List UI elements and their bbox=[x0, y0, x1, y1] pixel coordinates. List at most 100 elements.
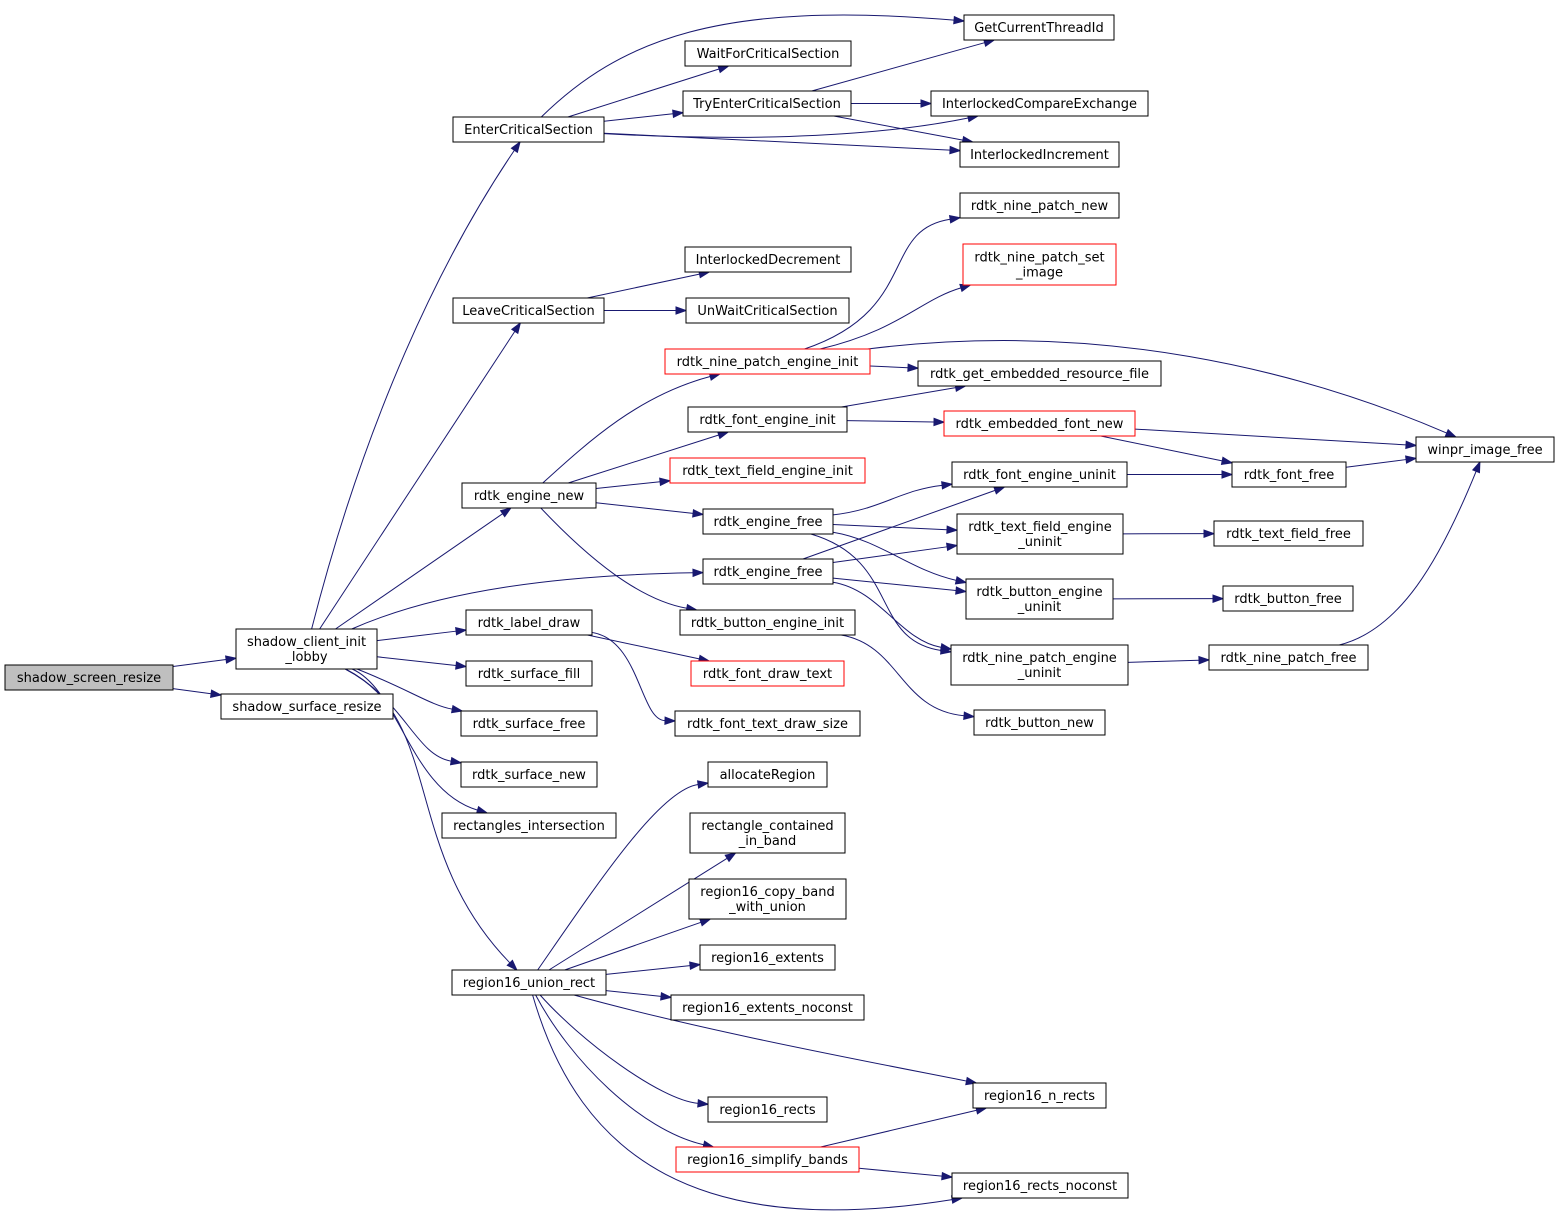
node-GetCurrentThreadId[interactable]: GetCurrentThreadId bbox=[963, 14, 1115, 41]
node-shadow_surface_resize[interactable]: shadow_surface_resize bbox=[220, 693, 394, 720]
edge-line bbox=[605, 990, 662, 997]
node-box bbox=[687, 406, 848, 433]
edge-line bbox=[603, 113, 674, 122]
edge-rdtk_label_draw-to-rdtk_font_draw_text bbox=[587, 634, 711, 664]
node-label: _in_band bbox=[738, 834, 797, 849]
node-rdtk_font_draw_text[interactable]: rdtk_font_draw_text bbox=[690, 660, 845, 687]
edge-rdtk_engine_free_2-to-rdtk_button_engine_uninit bbox=[832, 577, 968, 595]
node-label: _image bbox=[1015, 266, 1063, 281]
node-rdtk_button_engine_init[interactable]: rdtk_button_engine_init bbox=[679, 609, 856, 636]
node-shadow_screen_resize[interactable]: shadow_screen_resize bbox=[4, 664, 174, 691]
node-label: region16_union_rect bbox=[463, 976, 595, 991]
edge-arrowhead bbox=[716, 431, 730, 440]
node-LeaveCriticalSection[interactable]: LeaveCriticalSection bbox=[452, 297, 605, 324]
edge-arrowhead bbox=[724, 852, 737, 863]
edge-arrowhead bbox=[1405, 440, 1418, 450]
node-label: rdtk_surface_new bbox=[472, 768, 586, 783]
node-label: InterlockedIncrement bbox=[970, 148, 1109, 163]
node-rdtk_surface_new[interactable]: rdtk_surface_new bbox=[460, 761, 598, 788]
edge-line bbox=[832, 531, 957, 581]
edge-line bbox=[587, 634, 700, 660]
node-rdtk_get_embedded_resource_file[interactable]: rdtk_get_embedded_resource_file bbox=[917, 360, 1162, 387]
node-label: UnWaitCriticalSection bbox=[697, 304, 837, 319]
node-rdtk_surface_free[interactable]: rdtk_surface_free bbox=[460, 710, 598, 737]
node-box bbox=[220, 693, 394, 720]
edge-line bbox=[319, 331, 516, 630]
node-region16_simplify_bands[interactable]: region16_simplify_bands bbox=[675, 1146, 860, 1173]
node-region16_copy_band_with_union[interactable]: region16_copy_band_with_union bbox=[688, 878, 847, 920]
node-label: allocateRegion bbox=[720, 768, 816, 783]
edge-arrowhead bbox=[210, 689, 223, 698]
edge-line bbox=[605, 965, 691, 975]
node-rdtk_button_new[interactable]: rdtk_button_new bbox=[973, 709, 1106, 736]
node-rdtk_font_engine_init[interactable]: rdtk_font_engine_init bbox=[687, 406, 848, 433]
node-rectangles_intersection[interactable]: rectangles_intersection bbox=[441, 812, 617, 839]
node-rdtk_label_draw[interactable]: rdtk_label_draw bbox=[465, 609, 593, 636]
edge-arrowhead bbox=[993, 486, 1006, 495]
node-rdtk_engine_free_1[interactable]: rdtk_engine_free bbox=[702, 508, 834, 535]
node-shadow_client_init_lobby[interactable]: shadow_client_init_lobby bbox=[235, 628, 378, 670]
node-label: TryEnterCriticalSection bbox=[692, 97, 841, 112]
edge-EnterCriticalSection-to-InterlockedCompareExchange bbox=[603, 113, 980, 138]
node-rdtk_nine_patch_engine_uninit[interactable]: rdtk_nine_patch_engine_uninit bbox=[950, 644, 1129, 686]
node-region16_union_rect[interactable]: region16_union_rect bbox=[451, 969, 607, 996]
node-rdtk_button_free[interactable]: rdtk_button_free bbox=[1222, 585, 1354, 612]
node-region16_extents_noconst[interactable]: region16_extents_noconst bbox=[670, 994, 865, 1021]
edge-region16_simplify_bands-to-region16_rects_noconst bbox=[858, 1167, 954, 1181]
node-InterlockedIncrement[interactable]: InterlockedIncrement bbox=[959, 141, 1120, 168]
node-label: rdtk_get_embedded_resource_file bbox=[930, 367, 1149, 382]
node-rdtk_font_text_draw_size[interactable]: rdtk_font_text_draw_size bbox=[674, 710, 861, 737]
node-rdtk_engine_new[interactable]: rdtk_engine_new bbox=[461, 482, 597, 509]
node-rdtk_nine_patch_free[interactable]: rdtk_nine_patch_free bbox=[1208, 644, 1369, 671]
node-rdtk_surface_fill[interactable]: rdtk_surface_fill bbox=[465, 660, 593, 687]
node-allocateRegion[interactable]: allocateRegion bbox=[707, 761, 828, 788]
node-EnterCriticalSection[interactable]: EnterCriticalSection bbox=[452, 116, 605, 143]
edge-line bbox=[568, 434, 719, 484]
node-rectangle_contained_in_band[interactable]: rectangle_contained_in_band bbox=[689, 812, 846, 854]
node-rdtk_nine_patch_new[interactable]: rdtk_nine_patch_new bbox=[959, 192, 1120, 219]
node-WaitForCriticalSection[interactable]: WaitForCriticalSection bbox=[684, 40, 852, 67]
node-label: rdtk_nine_patch_new bbox=[971, 199, 1109, 214]
node-rdtk_engine_free_2[interactable]: rdtk_engine_free bbox=[702, 558, 834, 585]
node-rdtk_nine_patch_engine_init[interactable]: rdtk_nine_patch_engine_init bbox=[664, 348, 871, 375]
node-rdtk_text_field_free[interactable]: rdtk_text_field_free bbox=[1213, 520, 1364, 547]
node-rdtk_button_engine_uninit[interactable]: rdtk_button_engine_uninit bbox=[965, 578, 1114, 620]
node-box bbox=[451, 969, 607, 996]
edge-shadow_client_init_lobby-to-rdtk_engine_free_2 bbox=[351, 568, 705, 630]
node-region16_n_rects[interactable]: region16_n_rects bbox=[972, 1082, 1107, 1109]
node-rdtk_font_free[interactable]: rdtk_font_free bbox=[1231, 461, 1347, 488]
node-box bbox=[452, 297, 605, 324]
node-box bbox=[699, 944, 836, 971]
node-box bbox=[688, 878, 847, 920]
edge-line bbox=[539, 994, 699, 1104]
node-box bbox=[441, 812, 617, 839]
node-rdtk_font_engine_uninit[interactable]: rdtk_font_engine_uninit bbox=[951, 461, 1128, 488]
node-InterlockedDecrement[interactable]: InterlockedDecrement bbox=[684, 246, 852, 273]
edge-shadow_client_init_lobby-to-rdtk_surface_fill bbox=[376, 656, 468, 670]
edge-arrowhead bbox=[449, 756, 463, 766]
node-box bbox=[1213, 520, 1364, 547]
node-winpr_image_free[interactable]: winpr_image_free bbox=[1415, 436, 1555, 463]
edge-arrowhead bbox=[963, 711, 976, 720]
node-region16_rects[interactable]: region16_rects bbox=[707, 1096, 828, 1123]
edge-arrowhead bbox=[953, 15, 966, 25]
edge-line bbox=[172, 659, 227, 667]
node-label: rdtk_surface_free bbox=[473, 717, 586, 732]
edge-line bbox=[356, 668, 453, 710]
node-rdtk_embedded_font_new[interactable]: rdtk_embedded_font_new bbox=[943, 410, 1136, 437]
edge-TryEnterCriticalSection-to-InterlockedIncrement bbox=[833, 115, 975, 145]
edge-line bbox=[535, 994, 704, 1146]
node-InterlockedCompareExchange[interactable]: InterlockedCompareExchange bbox=[930, 90, 1149, 117]
node-TryEnterCriticalSection[interactable]: TryEnterCriticalSection bbox=[682, 90, 852, 117]
node-rdtk_nine_patch_set_image[interactable]: rdtk_nine_patch_set_image bbox=[962, 243, 1117, 286]
edge-line bbox=[532, 994, 953, 1211]
node-rdtk_text_field_engine_init[interactable]: rdtk_text_field_engine_init bbox=[669, 457, 866, 484]
edge-shadow_screen_resize-to-shadow_client_init_lobby bbox=[172, 655, 238, 667]
node-label: region16_n_rects bbox=[984, 1089, 1095, 1104]
node-rdtk_text_field_engine_uninit[interactable]: rdtk_text_field_engine_uninit bbox=[956, 513, 1124, 555]
edge-line bbox=[351, 572, 694, 630]
node-label: rdtk_nine_patch_free bbox=[1221, 651, 1357, 666]
node-region16_extents[interactable]: region16_extents bbox=[699, 944, 836, 971]
node-region16_rects_noconst[interactable]: region16_rects_noconst bbox=[951, 1172, 1129, 1199]
node-UnWaitCriticalSection[interactable]: UnWaitCriticalSection bbox=[685, 297, 850, 324]
